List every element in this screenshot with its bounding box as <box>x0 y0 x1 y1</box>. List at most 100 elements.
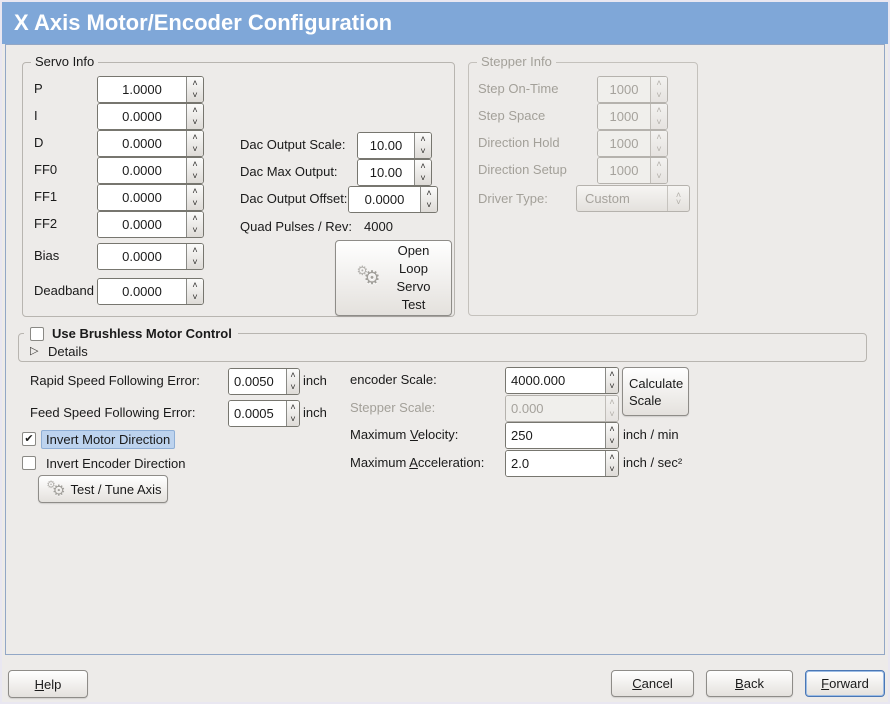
bias-spinner-arrows[interactable] <box>186 244 203 269</box>
i-spinbox[interactable]: 0.0000 <box>97 103 204 130</box>
encoder-scale-spinbox[interactable]: 4000.000 <box>505 367 619 394</box>
feed-following-error-value[interactable]: 0.0005 <box>229 401 286 426</box>
spin-up-icon[interactable] <box>187 131 203 144</box>
open-loop-servo-test-button[interactable]: Open Loop Servo Test <box>335 240 452 316</box>
driver-type-value: Custom <box>585 191 630 206</box>
spin-up-icon[interactable] <box>187 158 203 171</box>
spin-up-icon[interactable] <box>287 369 299 382</box>
forward-button[interactable]: Forward <box>805 670 885 697</box>
rapid-following-error-spinbox[interactable]: 0.0050 <box>228 368 300 395</box>
dac-output-offset-value[interactable]: 0.0000 <box>349 187 420 212</box>
ff1-spinbox[interactable]: 0.0000 <box>97 184 204 211</box>
spin-down-icon[interactable] <box>187 292 203 305</box>
dac-offset-spinner-arrows[interactable] <box>420 187 437 212</box>
i-value[interactable]: 0.0000 <box>98 104 186 129</box>
spin-down-icon[interactable] <box>187 198 203 211</box>
dac-scale-spinner-arrows[interactable] <box>414 133 431 158</box>
spin-up-icon[interactable] <box>187 244 203 257</box>
gears-icon <box>357 265 387 291</box>
use-brushless-checkbox[interactable]: ✔ <box>30 326 44 341</box>
i-spinner-arrows[interactable] <box>186 104 203 129</box>
deadband-spinbox[interactable]: 0.0000 <box>97 278 204 305</box>
details-expander-icon[interactable] <box>30 345 38 357</box>
dac-max-output-value[interactable]: 10.00 <box>358 160 414 185</box>
invert-motor-direction-label[interactable]: Invert Motor Direction <box>41 430 176 449</box>
spin-up-icon[interactable] <box>287 401 299 414</box>
ff2-spinner-arrows[interactable] <box>186 212 203 237</box>
spin-up-icon[interactable] <box>606 368 618 381</box>
spin-up-icon[interactable] <box>187 185 203 198</box>
spin-down-icon[interactable] <box>421 200 437 213</box>
spin-down-icon[interactable] <box>287 382 299 395</box>
p-value[interactable]: 1.0000 <box>98 77 186 102</box>
ff2-value[interactable]: 0.0000 <box>98 212 186 237</box>
rapid-following-error-value[interactable]: 0.0050 <box>229 369 286 394</box>
dac-max-spinner-arrows[interactable] <box>414 160 431 185</box>
spin-down-icon[interactable] <box>187 257 203 270</box>
dac-max-output-spinbox[interactable]: 10.00 <box>357 159 432 186</box>
page-title: X Axis Motor/Encoder Configuration <box>2 2 888 44</box>
encoder-scale-value[interactable]: 4000.000 <box>506 368 605 393</box>
maximum-acceleration-value[interactable]: 2.0 <box>506 451 605 476</box>
invert-encoder-direction-checkbox[interactable]: ✔ <box>22 456 36 470</box>
dac-output-scale-spinbox[interactable]: 10.00 <box>357 132 432 159</box>
ff2-spinbox[interactable]: 0.0000 <box>97 211 204 238</box>
spinner-arrows[interactable] <box>605 423 618 448</box>
spinner-arrows[interactable] <box>605 368 618 393</box>
invert-motor-direction-checkbox[interactable]: ✔ <box>22 432 36 446</box>
spin-up-icon[interactable] <box>187 104 203 117</box>
cancel-button[interactable]: Cancel <box>611 670 694 697</box>
spin-down-icon[interactable] <box>606 464 618 477</box>
spin-down-icon[interactable] <box>187 144 203 157</box>
invert-encoder-direction-label[interactable]: Invert Encoder Direction <box>46 456 186 471</box>
d-spinbox[interactable]: 0.0000 <box>97 130 204 157</box>
spin-down-icon[interactable] <box>187 225 203 238</box>
spin-down-icon[interactable] <box>287 414 299 427</box>
help-button[interactable]: Help <box>8 670 88 698</box>
calculate-scale-button[interactable]: Calculate Scale <box>622 367 689 416</box>
dac-output-offset-spinbox[interactable]: 0.0000 <box>348 186 438 213</box>
spin-up-icon[interactable] <box>187 279 203 292</box>
p-spinner-arrows[interactable] <box>186 77 203 102</box>
spin-down-icon[interactable] <box>187 117 203 130</box>
spinner-arrows[interactable] <box>286 369 299 394</box>
ff0-spinbox[interactable]: 0.0000 <box>97 157 204 184</box>
spinner-arrows[interactable] <box>605 451 618 476</box>
bias-spinbox[interactable]: 0.0000 <box>97 243 204 270</box>
spin-up-icon[interactable] <box>606 423 618 436</box>
spin-up-icon[interactable] <box>187 77 203 90</box>
ff0-spinner-arrows[interactable] <box>186 158 203 183</box>
ff1-value[interactable]: 0.0000 <box>98 185 186 210</box>
spin-up-icon[interactable] <box>187 212 203 225</box>
d-spinner-arrows[interactable] <box>186 131 203 156</box>
spin-down-icon[interactable] <box>606 436 618 449</box>
spin-up-icon[interactable] <box>415 133 431 146</box>
bias-value[interactable]: 0.0000 <box>98 244 186 269</box>
feed-following-error-spinbox[interactable]: 0.0005 <box>228 400 300 427</box>
deadband-value[interactable]: 0.0000 <box>98 279 186 304</box>
back-button[interactable]: Back <box>706 670 793 697</box>
deadband-spinner-arrows[interactable] <box>186 279 203 304</box>
ff1-spinner-arrows[interactable] <box>186 185 203 210</box>
maximum-velocity-value[interactable]: 250 <box>506 423 605 448</box>
spin-down-icon[interactable] <box>415 173 431 186</box>
d-value[interactable]: 0.0000 <box>98 131 186 156</box>
spin-up-icon[interactable] <box>415 160 431 173</box>
use-brushless-label[interactable]: Use Brushless Motor Control <box>52 326 232 341</box>
dac-output-scale-value[interactable]: 10.00 <box>358 133 414 158</box>
maximum-velocity-spinbox[interactable]: 250 <box>505 422 619 449</box>
spin-down-icon[interactable] <box>187 90 203 103</box>
spin-down-icon[interactable] <box>187 171 203 184</box>
details-expander-label[interactable]: Details <box>48 344 88 359</box>
test-tune-axis-button[interactable]: Test / Tune Axis <box>38 475 168 503</box>
rapid-following-error-label: Rapid Speed Following Error: <box>30 373 200 388</box>
spin-down-icon <box>651 144 667 157</box>
spin-down-icon[interactable] <box>606 381 618 394</box>
spin-up-icon[interactable] <box>606 451 618 464</box>
spin-down-icon[interactable] <box>415 146 431 159</box>
p-spinbox[interactable]: 1.0000 <box>97 76 204 103</box>
ff0-value[interactable]: 0.0000 <box>98 158 186 183</box>
spin-up-icon[interactable] <box>421 187 437 200</box>
spinner-arrows[interactable] <box>286 401 299 426</box>
maximum-acceleration-spinbox[interactable]: 2.0 <box>505 450 619 477</box>
